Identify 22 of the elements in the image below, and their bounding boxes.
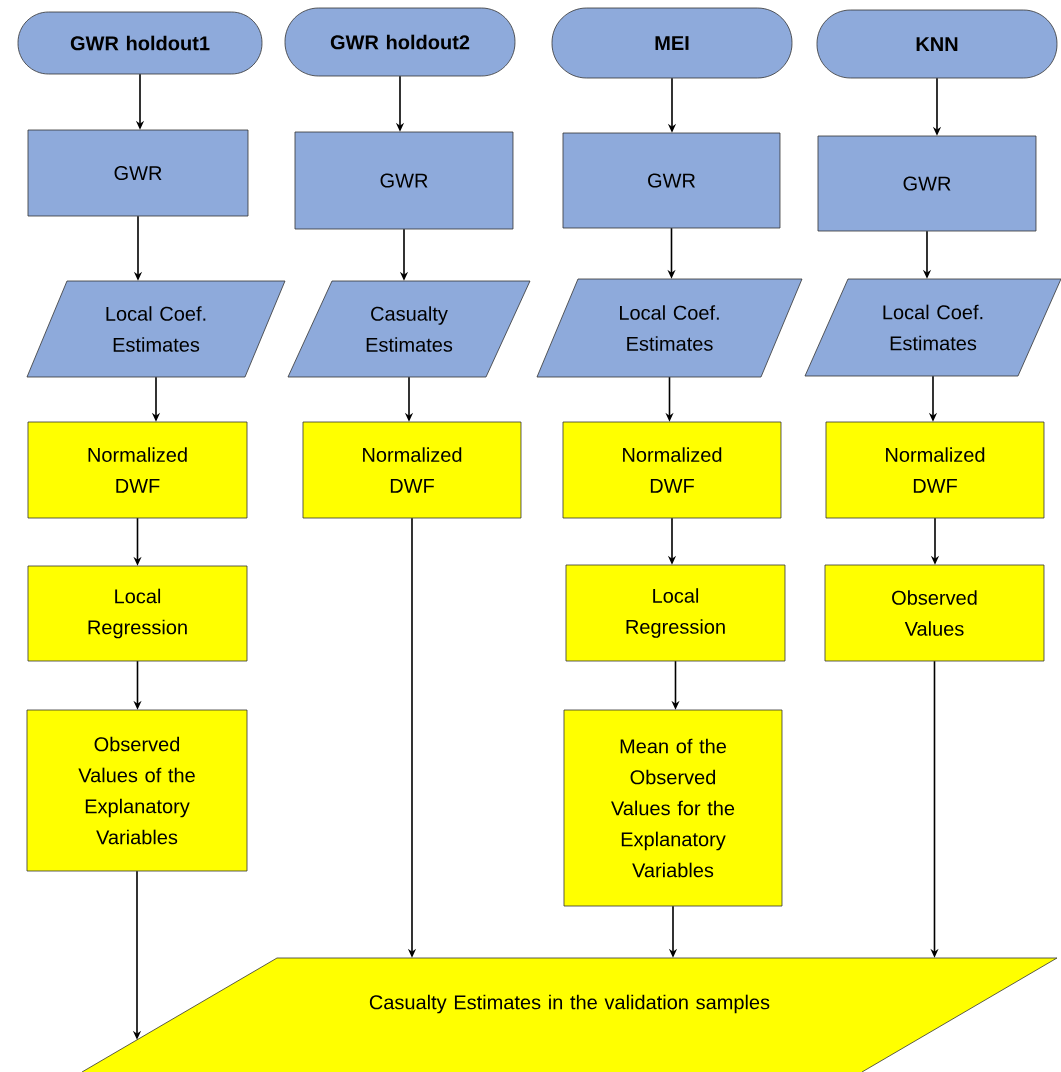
process-box: Local Regression	[27, 565, 248, 662]
process-box: GWR	[27, 129, 249, 217]
process-box: GWR	[817, 135, 1037, 232]
data-parallelogram: Casualty Estimates	[287, 280, 531, 378]
process-box: GWR	[294, 131, 514, 230]
data-parallelogram: Local Coef. Estimates	[26, 280, 286, 378]
terminal-box: GWR holdout1	[17, 11, 263, 75]
terminal-box: KNN	[816, 9, 1058, 79]
process-box: Normalized DWF	[562, 421, 782, 519]
process-box: Local Regression	[565, 564, 786, 662]
process-box: Mean of the Observed Values for the Explanatory Variables	[563, 709, 783, 907]
data-parallelogram: Local Coef. Estimates	[536, 278, 803, 378]
data-parallelogram: Casualty Estimates in the validation samples	[81, 957, 1058, 1072]
process-box: GWR	[562, 132, 781, 229]
process-box: Normalized DWF	[27, 421, 248, 519]
process-box: Observed Values of the Explanatory Variables	[26, 709, 248, 872]
process-box: Normalized DWF	[302, 421, 522, 519]
terminal-box: GWR holdout2	[284, 7, 516, 77]
terminal-box: MEI	[551, 7, 793, 79]
process-box: Normalized DWF	[825, 421, 1045, 519]
data-parallelogram: Local Coef. Estimates	[804, 278, 1061, 377]
process-box: Observed Values	[824, 564, 1045, 662]
